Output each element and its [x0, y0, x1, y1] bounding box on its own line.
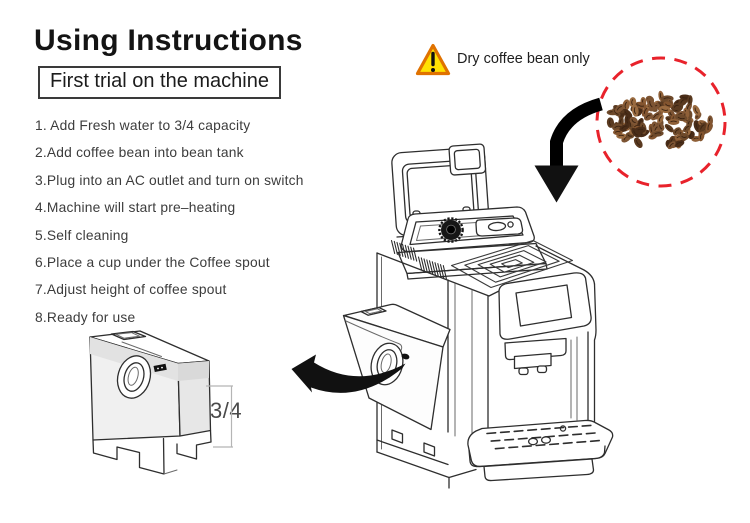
- pull-out-arrow-icon: [291, 354, 406, 393]
- instruction-list: 1. Add Fresh water to 3/4 capacity 2.Add…: [35, 112, 304, 331]
- subtitle-text: First trial on the machine: [50, 70, 269, 92]
- control-screen: [498, 272, 592, 340]
- instruction-item: 4.Machine will start pre–heating: [35, 200, 236, 216]
- beans-highlight-circle: [595, 56, 727, 188]
- instruction-item: 7.Adjust height of coffee spout: [35, 282, 227, 298]
- instruction-item: 8.Ready for use: [35, 309, 136, 325]
- instruction-item: 5.Self cleaning: [35, 227, 129, 243]
- coffee-machine-drawing: [376, 143, 614, 489]
- capacity-dimension: [206, 385, 233, 448]
- instruction-item: 3.Plug into an AC outlet and turn on swi…: [35, 172, 304, 188]
- page-title: Using Instructions: [34, 24, 303, 57]
- coffee-spout: [504, 337, 567, 376]
- warning-triangle-icon: [415, 43, 451, 76]
- subtitle-box: First trial on the machine: [38, 66, 281, 99]
- water-tank-removed: [342, 303, 451, 431]
- warning-text: Dry coffee bean only: [457, 51, 590, 67]
- drip-tray: [467, 419, 614, 482]
- instruction-item: 6.Place a cup under the Coffee spout: [35, 254, 270, 270]
- pour-beans-arrow-icon: [534, 97, 603, 203]
- capacity-label: 3/4: [210, 398, 243, 423]
- instruction-item: 2.Add coffee bean into bean tank: [35, 145, 244, 161]
- water-tank-capacity-figure: [89, 330, 212, 475]
- coffee-beans-image: [606, 90, 714, 150]
- instruction-item: 1. Add Fresh water to 3/4 capacity: [35, 118, 251, 133]
